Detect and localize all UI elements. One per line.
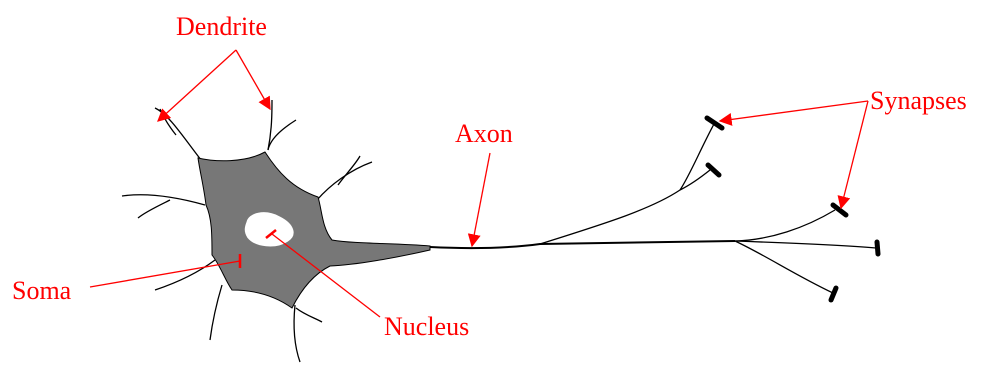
axon-pointer	[472, 153, 490, 246]
axon-collateral	[735, 210, 835, 241]
dendrite-branch	[317, 162, 372, 200]
dendrite-branch	[138, 200, 170, 218]
dendrite-branch	[338, 156, 360, 185]
dendrite-branch	[210, 285, 222, 340]
synapses-label: Synapses	[870, 88, 967, 114]
synapses-pointer-left	[720, 101, 868, 121]
soma-pointer	[90, 261, 240, 287]
nucleus-label: Nucleus	[384, 314, 469, 340]
dendrite-branch	[294, 305, 300, 362]
axon-shaft	[430, 241, 735, 248]
synapses-pointer-right	[841, 101, 868, 208]
axon-collateral	[680, 170, 710, 190]
dendrite-branch	[160, 109, 176, 135]
synapse-terminal	[707, 118, 722, 128]
axon	[430, 124, 876, 293]
axon-collateral	[735, 241, 833, 293]
axon-collateral	[735, 241, 876, 248]
dendrite-branch	[268, 120, 296, 150]
synapse-terminal	[831, 288, 836, 300]
dendrite-label: Dendrite	[176, 14, 267, 40]
dendrite-pointer-right	[236, 50, 270, 109]
dendrite-pointer-left	[158, 50, 236, 121]
synaptic-terminals	[707, 118, 878, 300]
soma-label: Soma	[12, 278, 71, 304]
axon-label: Axon	[455, 121, 513, 147]
soma-body	[198, 152, 430, 308]
dendrite-branch	[155, 260, 215, 290]
dendrite-branch	[296, 308, 322, 322]
axon-collateral	[540, 190, 680, 244]
synapse-terminal	[877, 242, 878, 254]
